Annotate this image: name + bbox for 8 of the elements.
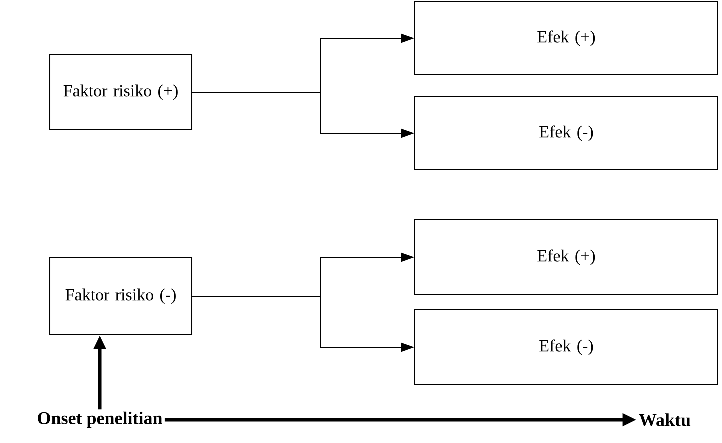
box: Efek (+) — [414, 220, 718, 296]
box: Faktor risiko (-) — [50, 258, 192, 336]
box: Efek (-) — [414, 96, 718, 170]
box: Efek (-) — [414, 310, 718, 386]
box: Efek (+) — [414, 2, 718, 76]
label: Waktu — [639, 414, 691, 426]
label: Onset penelitian — [38, 412, 162, 428]
box: Faktor risiko (+) — [50, 54, 192, 130]
